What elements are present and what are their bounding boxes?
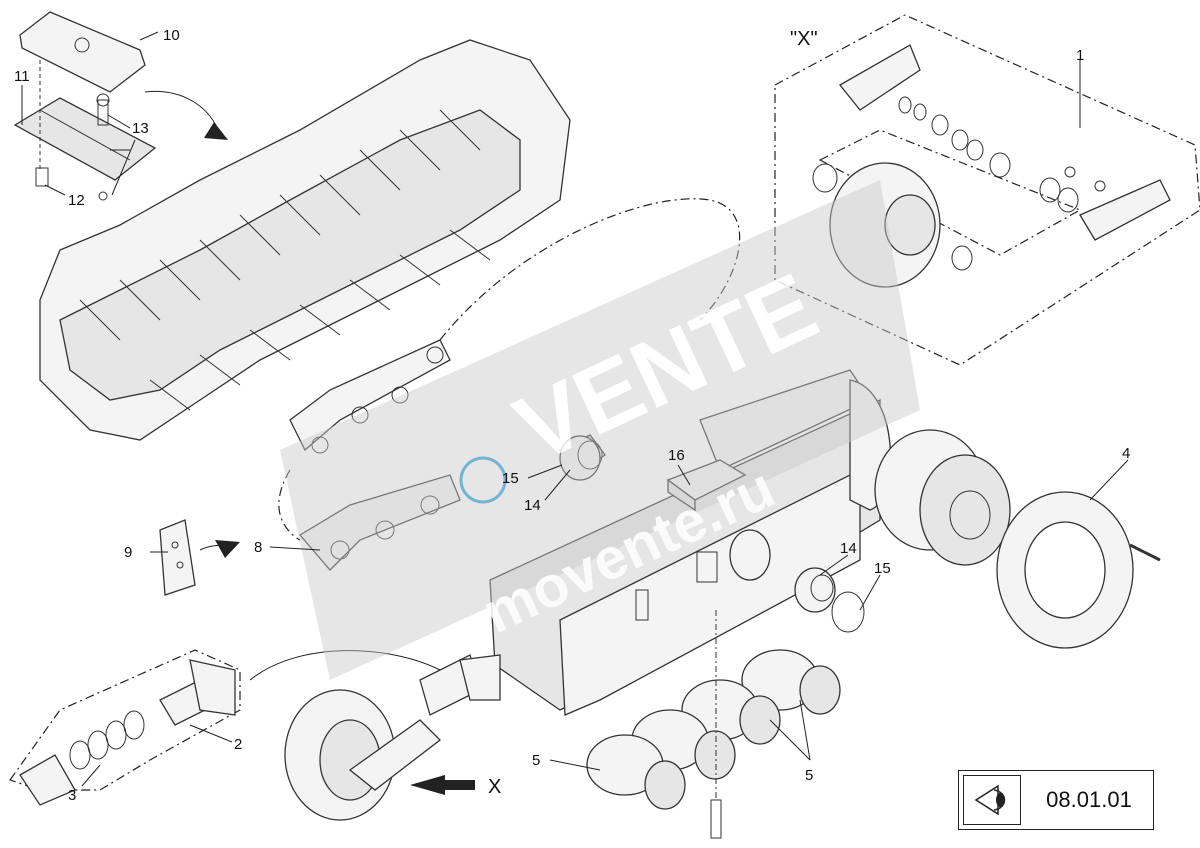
page-reference-box: 08.01.01	[958, 770, 1154, 830]
detail-x-box	[774, 14, 1200, 366]
eye-view-icon	[963, 775, 1021, 825]
callout-15-lower: 15	[874, 560, 891, 577]
drive-motor-sprocket	[874, 429, 1161, 649]
callout-10: 10	[163, 27, 180, 44]
page-code: 08.01.01	[1046, 787, 1132, 812]
callout-14-upper: 14	[524, 497, 541, 514]
idler-wheel-assembly	[249, 650, 501, 821]
callout-5-right: 5	[805, 767, 813, 784]
view-arrow-label: X	[488, 776, 501, 798]
callout-labels: 10 11 13 12 1 4 9 8 15 14 16 14 15 2 3 5…	[14, 27, 1130, 804]
callout-13: 13	[132, 120, 149, 137]
undercarriage-frame	[489, 369, 892, 716]
plate-part-9	[159, 519, 240, 596]
bushing-upper	[459, 434, 747, 512]
callout-12: 12	[68, 192, 85, 209]
callout-3: 3	[68, 787, 76, 804]
callout-5-left: 5	[532, 752, 540, 769]
track-chain	[278, 198, 741, 571]
callout-4: 4	[1122, 445, 1130, 462]
callout-16: 16	[668, 447, 685, 464]
callout-14-lower: 14	[840, 540, 857, 557]
bushing-lower	[794, 567, 865, 633]
callout-11: 11	[14, 68, 30, 85]
callout-2: 2	[234, 736, 242, 753]
track-rollers	[586, 610, 841, 839]
leader-lines	[21, 31, 1129, 787]
rubber-track	[39, 39, 571, 441]
callout-15-upper: 15	[502, 470, 519, 487]
callout-9: 9	[124, 544, 132, 561]
callout-1: 1	[1076, 47, 1084, 64]
track-pad-parts	[13, 11, 157, 201]
view-x-label: "X"	[790, 28, 818, 50]
idler-shaft-kit	[9, 649, 241, 806]
callout-8: 8	[254, 539, 262, 556]
